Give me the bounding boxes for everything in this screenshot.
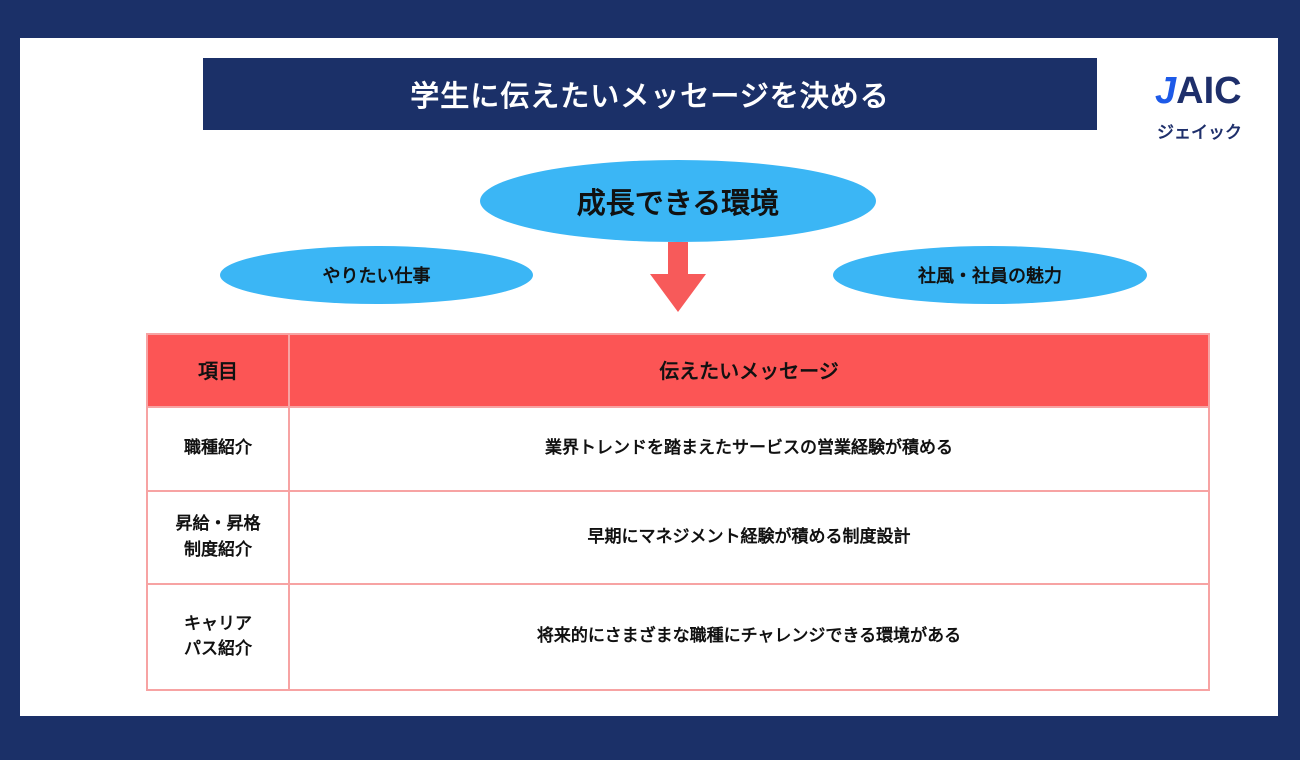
row-message: 将来的にさまざまな職種にチャレンジできる環境がある [288, 583, 1210, 691]
row-item: 職種紹介 [146, 406, 290, 492]
header-message: 伝えたいメッセージ [288, 333, 1210, 408]
page-title: 学生に伝えたいメッセージを決める [203, 58, 1097, 130]
table-row: 職種紹介業界トレンドを踏まえたサービスの営業経験が積める [146, 406, 1210, 492]
jaic-logo: JAIC ジェイック [1155, 70, 1242, 143]
table-row: キャリア パス紹介将来的にさまざまな職種にチャレンジできる環境がある [146, 583, 1210, 691]
header-item: 項目 [146, 333, 290, 408]
row-item: 昇給・昇格 制度紹介 [146, 490, 290, 585]
row-message: 早期にマネジメント経験が積める制度設計 [288, 490, 1210, 585]
row-message: 業界トレンドを踏まえたサービスの営業経験が積める [288, 406, 1210, 492]
table-header-row: 項目伝えたいメッセージ [146, 333, 1210, 408]
main-theme-ellipse: 成長できる環境 [480, 160, 876, 242]
down-arrow-icon [650, 242, 706, 312]
table-row: 昇給・昇格 制度紹介早期にマネジメント経験が積める制度設計 [146, 490, 1210, 585]
message-table: 項目伝えたいメッセージ 職種紹介業界トレンドを踏まえたサービスの営業経験が積める… [146, 333, 1210, 691]
right-theme-ellipse: 社風・社員の魅力 [833, 246, 1147, 304]
row-item: キャリア パス紹介 [146, 583, 290, 691]
left-theme-ellipse: やりたい仕事 [220, 246, 533, 304]
